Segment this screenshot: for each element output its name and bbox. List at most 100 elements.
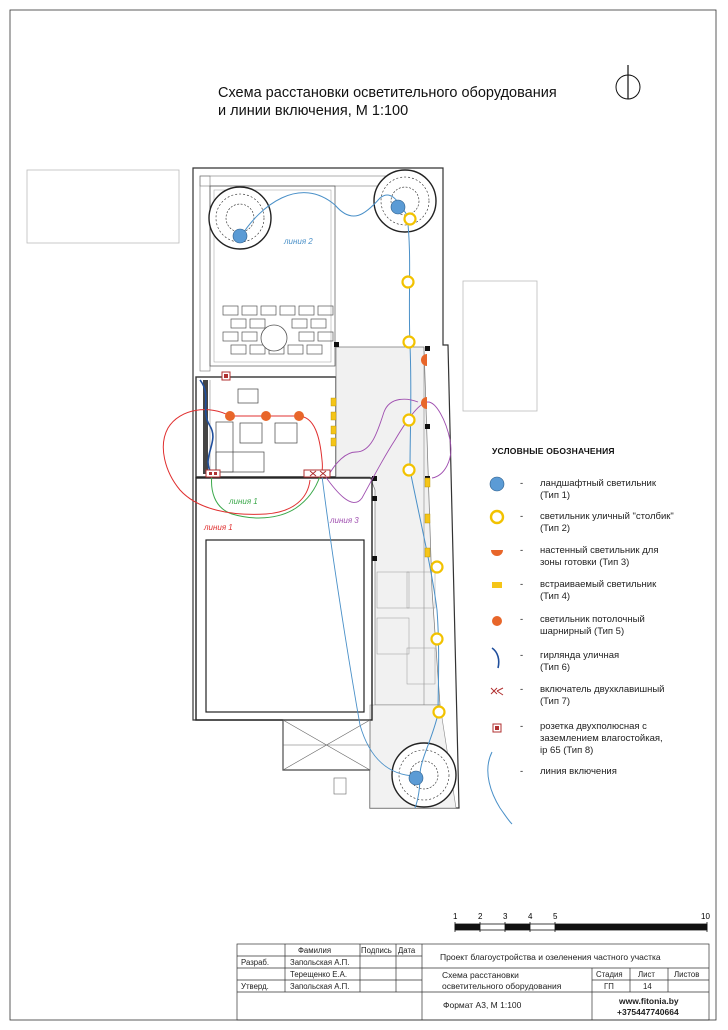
drawing-title: Схема расстановки осветительного оборудо… <box>218 84 557 120</box>
tb-col-surname: Фамилия <box>298 946 332 955</box>
tb-stage-value: ГП <box>604 982 614 991</box>
switch-line-1-red <box>162 409 311 515</box>
line-2-label: линия 2 <box>283 237 313 246</box>
legend-item-type: ip 65 (Тип 8) <box>540 745 594 756</box>
legend-item-text: светильник уличный "столбик" <box>540 511 674 522</box>
north-arrow-icon <box>615 65 641 100</box>
legend-socket-icon <box>492 723 502 733</box>
legend-item-type: (Тип 4) <box>540 591 571 602</box>
legend-recessed-lamp-icon <box>492 582 502 588</box>
wall-lamp-icon <box>421 354 427 409</box>
legend-wall-lamp-icon <box>491 550 503 556</box>
neighbour-building-left <box>26 169 180 244</box>
legend-item-text: гирлянда уличная <box>540 650 620 661</box>
garland-icon <box>199 379 214 475</box>
scale-label-3: 3 <box>503 912 508 921</box>
legend-item-garland: - гирлянда уличная(Тип 6) <box>480 650 720 680</box>
tb-sheet-title-1: Схема расстановки <box>442 970 519 980</box>
scale-bar <box>454 922 708 932</box>
garden-terrace <box>199 175 423 372</box>
legend-ceiling-lamp-icon <box>492 616 502 626</box>
tb-row3-name: Запольская А.П. <box>290 982 350 991</box>
legend-dash: - <box>520 478 524 489</box>
legend-dash: - <box>520 650 524 661</box>
drawing-title-line-2: и линии включения, М 1:100 <box>218 103 409 119</box>
legend-bollard-lamp-icon <box>489 509 505 525</box>
switch-line-1-green <box>211 473 321 519</box>
legend-dash: - <box>520 721 524 732</box>
tb-project: Проект благоустройства и озеленения част… <box>440 952 661 962</box>
tb-website[interactable]: www.fitonia.by <box>619 996 679 1006</box>
legend-dash: - <box>520 614 524 625</box>
legend-dash: - <box>520 545 524 556</box>
round-feature <box>260 324 288 352</box>
drawing-title-line-1: Схема расстановки осветительного оборудо… <box>218 85 557 101</box>
legend-item-type: (Тип 1) <box>540 490 571 501</box>
legend-item-recessed-lamp: - встраиваемый светильник(Тип 4) <box>480 579 720 609</box>
tree <box>391 742 457 808</box>
landscape-lamp-icon <box>232 228 248 244</box>
tb-row1-role: Разраб. <box>241 958 270 967</box>
paved-path <box>335 346 457 809</box>
socket-icon <box>205 469 221 478</box>
landscape-lamp-icon <box>408 770 424 786</box>
tb-col-signature: Подпись <box>361 946 392 955</box>
legend-heading: УСЛОВНЫЕ ОБОЗНАЧЕНИЯ <box>492 446 615 456</box>
legend-item-switch-line: - линия включения <box>480 766 720 796</box>
tb-format: Формат А3, М 1:100 <box>443 1000 522 1010</box>
legend-item-text: настенный светильник для <box>540 545 659 556</box>
legend-item-type: шарнирный (Тип 5) <box>540 626 625 637</box>
recessed-lamp-icon <box>330 397 431 558</box>
legend-dash: - <box>520 511 524 522</box>
legend-landscape-lamp-icon <box>489 476 505 492</box>
legend-item-type: (Тип 7) <box>540 696 571 707</box>
title-block-grid <box>236 943 710 1021</box>
tb-phone: +375447740664 <box>617 1007 679 1017</box>
scale-label-4: 4 <box>528 912 533 921</box>
switch-line-house-blue <box>321 475 416 777</box>
legend-item-type: (Тип 6) <box>540 662 571 673</box>
scale-label-10: 10 <box>701 912 710 921</box>
legend-item-text: линия включения <box>540 766 617 777</box>
paving-slabs <box>222 305 334 355</box>
socket-icon <box>221 371 231 381</box>
switch-line-1-red-ceiling <box>230 415 323 477</box>
legend-item-text: светильник потолочный <box>540 614 645 625</box>
tb-sheet-value: 14 <box>643 982 652 991</box>
legend-dash: - <box>520 579 524 590</box>
tb-row1-name: Запольская А.П. <box>290 958 350 967</box>
switch-line-purple-2 <box>327 398 419 477</box>
switch-line-2-blue <box>239 192 440 809</box>
tb-sheets-label: Листов <box>674 970 700 979</box>
scale-label-2: 2 <box>478 912 483 921</box>
legend-double-switch-icon <box>490 687 504 696</box>
legend-dash: - <box>520 684 524 695</box>
ceiling-lamp-icon <box>225 411 304 421</box>
tb-sheet-label: Лист <box>638 970 655 979</box>
tb-stage-label: Стадия <box>596 970 623 979</box>
legend-item-type: зоны готовки (Тип 3) <box>540 557 630 568</box>
tree <box>208 186 272 250</box>
tb-row3-role: Утверд. <box>241 982 269 991</box>
legend-item-landscape-lamp: - ландшафтный светильник(Тип 1) <box>480 478 720 508</box>
entrance-porch <box>282 719 371 795</box>
neighbour-building-right <box>462 280 538 412</box>
legend-item-double-switch: - включатель двухклавишный(Тип 7) <box>480 684 720 714</box>
tb-row2-name: Терещенко Е.А. <box>290 970 348 979</box>
double-switch-icon <box>303 469 331 478</box>
legend-item-text: розетка двухполюсная с <box>540 721 647 732</box>
legend-item-text: встраиваемый светильник <box>540 579 657 590</box>
tb-sheet-title-2: осветительного оборудования <box>442 981 562 991</box>
legend-switch-line-icon <box>487 751 513 825</box>
line-1-green-label: линия 1 <box>228 497 258 506</box>
bollard-lamp-icon <box>401 212 446 719</box>
legend-dash: - <box>520 766 524 777</box>
landscape-lamp-icon <box>390 199 406 215</box>
scale-label-5: 5 <box>553 912 558 921</box>
legend-item-text: ландшафтный светильник <box>540 478 657 489</box>
legend-garland-icon <box>491 647 500 669</box>
